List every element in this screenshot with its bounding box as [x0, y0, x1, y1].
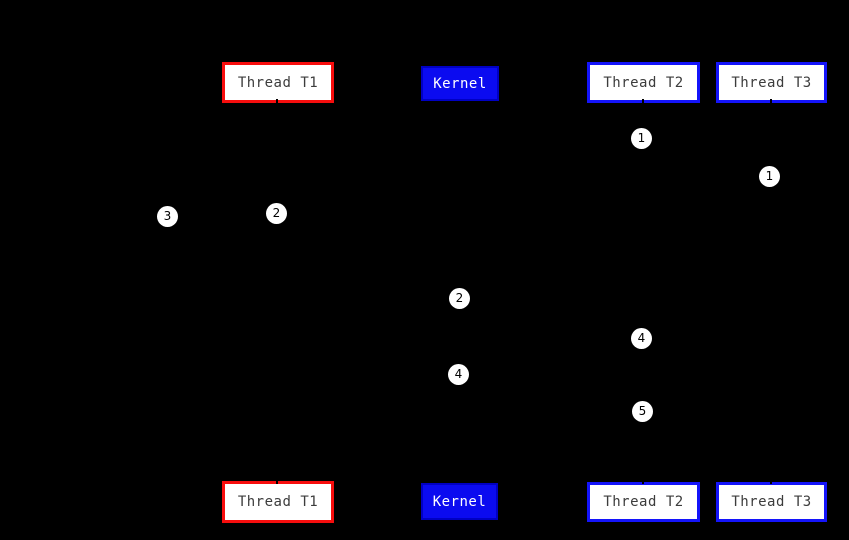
step-marker-3: 3 [157, 206, 178, 227]
actor-box-thread-t3-bottom: Thread T3 [716, 482, 827, 522]
actor-label-kernel: Kernel [433, 75, 487, 92]
actor-box-kernel-bottom: Kernel [421, 483, 498, 520]
step-marker-1: 1 [631, 128, 652, 149]
actor-box-thread-t3-top: Thread T3 [716, 62, 827, 103]
actor-label-thread-t1: Thread T1 [237, 494, 319, 510]
actor-label-thread-t1: Thread T1 [237, 74, 319, 91]
actor-label-kernel: Kernel [432, 493, 487, 510]
step-marker-2b: 2 [449, 288, 470, 309]
lifeline-stub [770, 99, 772, 106]
actor-label-thread-t2: Thread T2 [603, 494, 684, 510]
actor-box-thread-t1-bottom: Thread T1 [222, 481, 334, 523]
lifeline-stub [276, 477, 278, 484]
actor-label-thread-t3: Thread T3 [731, 74, 812, 91]
step-marker-2: 2 [266, 203, 287, 224]
actor-box-kernel-top: Kernel [421, 66, 499, 101]
actor-box-thread-t1-top: Thread T1 [222, 62, 334, 103]
step-marker-5: 5 [632, 401, 653, 422]
actor-box-thread-t2-bottom: Thread T2 [587, 482, 700, 522]
lifeline-stub [642, 477, 644, 484]
step-marker-4: 4 [631, 328, 652, 349]
lifeline-stub [276, 99, 278, 106]
lifeline-stub [770, 477, 772, 484]
step-marker-4b: 4 [448, 364, 469, 385]
lifeline-stub [642, 99, 644, 106]
actor-label-thread-t3: Thread T3 [731, 494, 812, 510]
actor-box-thread-t2-top: Thread T2 [587, 62, 700, 103]
step-marker-1b: 1 [759, 166, 780, 187]
actor-label-thread-t2: Thread T2 [603, 74, 684, 91]
